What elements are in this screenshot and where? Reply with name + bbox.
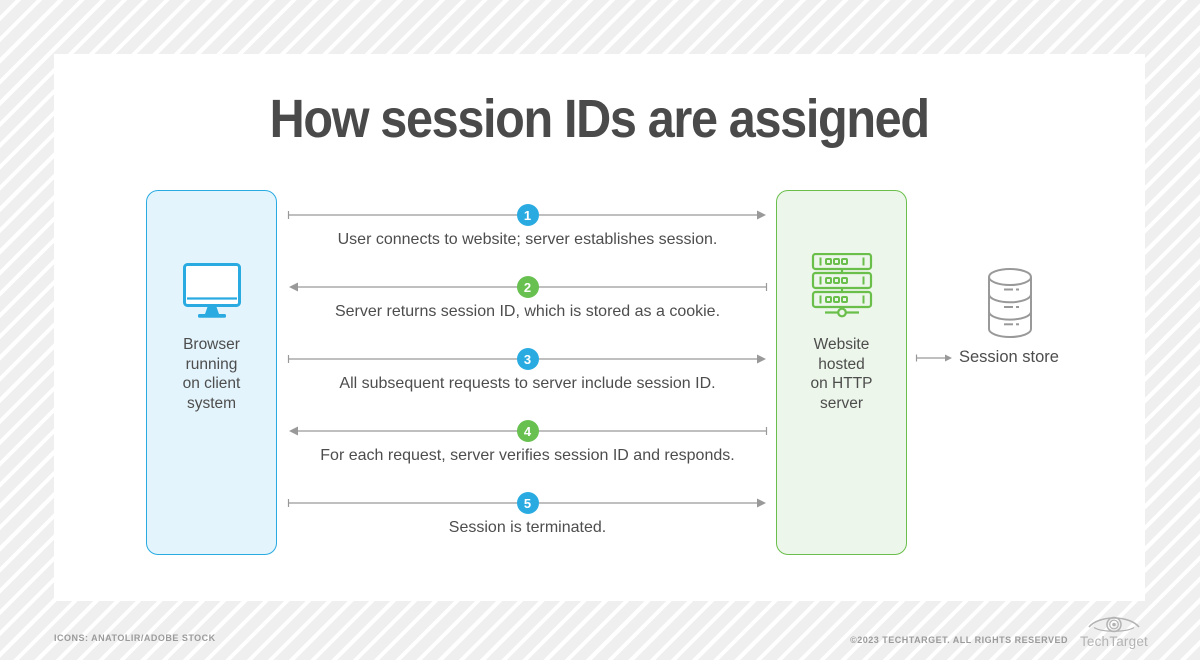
step-4-label: For each request, server verifies sessio…: [320, 447, 735, 464]
step-4-badge: 4: [516, 420, 539, 442]
icons-credit: ICONS: ANATOLIR/ADOBE STOCK: [54, 633, 216, 643]
server-box-label: Website hosted on HTTP server: [810, 336, 873, 412]
techtarget-logo: TechTarget: [1080, 612, 1148, 649]
step-4: 4 For each request, server verifies sess…: [287, 420, 768, 466]
content-card: How session IDs are assigned Browser run…: [54, 54, 1145, 601]
monitor-icon: [182, 263, 241, 318]
footer-right: ©2023 TECHTARGET. ALL RIGHTS RESERVED Te…: [850, 612, 1148, 649]
page-title: How session IDs are assigned: [54, 88, 1145, 150]
arrow-right-icon: [915, 354, 952, 362]
page-title-text: How session IDs are assigned: [269, 89, 930, 149]
server-stack-icon: [811, 253, 872, 318]
copyright-text: ©2023 TECHTARGET. ALL RIGHTS RESERVED: [850, 635, 1068, 645]
server-box: Website hosted on HTTP server: [776, 190, 907, 555]
database-icon: [988, 268, 1032, 338]
step-3-badge: 3: [516, 348, 539, 370]
techtarget-eye-icon: [1088, 616, 1140, 633]
step-5-label: Session is terminated.: [448, 519, 607, 536]
session-store-label: Session store: [959, 348, 1059, 366]
step-3: 3 All subsequent requests to server incl…: [287, 348, 768, 394]
step-2-badge: 2: [516, 276, 539, 298]
step-2: 2 Server returns session ID, which is st…: [287, 276, 768, 322]
step-5-badge: 5: [516, 492, 539, 514]
step-5: 5 Session is terminated.: [287, 492, 768, 538]
client-box-label: Browser running on client system: [182, 336, 241, 412]
step-1-label: User connects to website; server establi…: [337, 231, 718, 248]
step-1: 1 User connects to website; server estab…: [287, 204, 768, 250]
client-box: Browser running on client system: [146, 190, 277, 555]
step-3-label: All subsequent requests to server includ…: [339, 375, 716, 392]
techtarget-logo-text: TechTarget: [1079, 634, 1148, 649]
step-2-label: Server returns session ID, which is stor…: [334, 303, 721, 320]
step-1-badge: 1: [516, 204, 539, 226]
